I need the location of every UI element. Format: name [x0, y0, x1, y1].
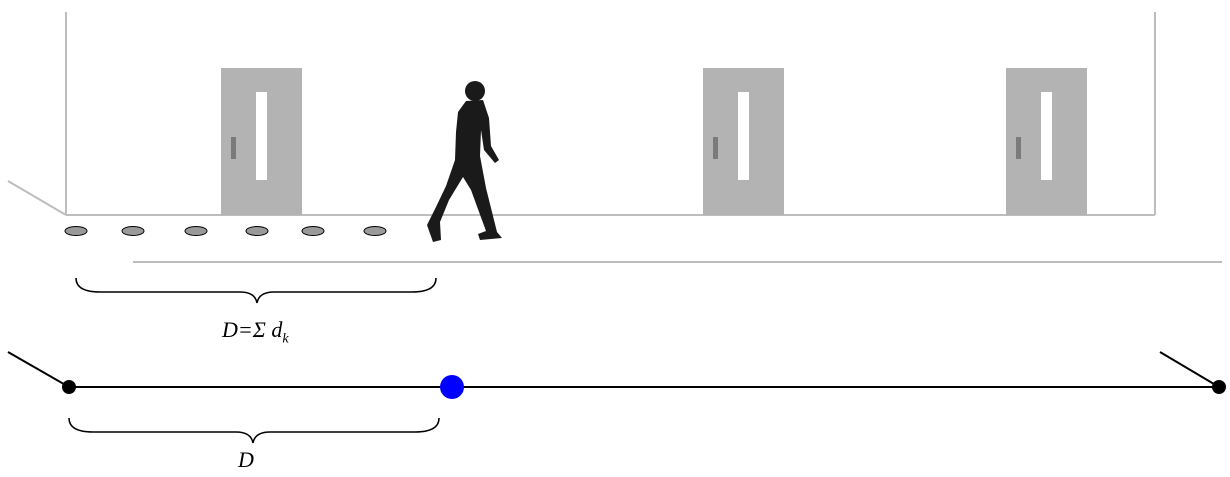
footstep	[64, 226, 88, 236]
footstep	[184, 226, 208, 236]
door-1	[221, 68, 302, 215]
upper-brace	[75, 277, 437, 304]
door-2	[703, 68, 784, 215]
right-tick	[1159, 351, 1220, 388]
step-variable: d	[271, 317, 283, 342]
left-endpoint	[62, 380, 76, 394]
door-handle	[713, 137, 718, 159]
equals-sign: =	[237, 317, 253, 342]
position-axis	[7, 351, 1226, 399]
door-handle	[231, 137, 236, 159]
footstep	[245, 226, 269, 236]
footstep	[121, 226, 145, 236]
left-tick	[7, 351, 70, 388]
door-handle	[1016, 137, 1021, 159]
door-window	[738, 92, 749, 180]
footstep	[363, 226, 387, 236]
distance-label: D	[238, 447, 254, 472]
door-3	[1006, 68, 1087, 215]
distance-symbol: D	[222, 317, 238, 342]
current-position-marker	[440, 375, 464, 399]
door-window	[256, 92, 267, 180]
lower-brace	[68, 417, 440, 444]
right-endpoint	[1212, 380, 1226, 394]
step-index: k	[282, 331, 289, 347]
sigma-symbol: Σ	[252, 317, 266, 342]
door-window	[1041, 92, 1052, 180]
distance-sum-label: D=Σ dk	[222, 317, 289, 347]
footsteps	[64, 226, 387, 236]
footstep	[301, 226, 325, 236]
walking-person-icon	[427, 81, 502, 242]
left-perspective-line	[7, 180, 67, 216]
